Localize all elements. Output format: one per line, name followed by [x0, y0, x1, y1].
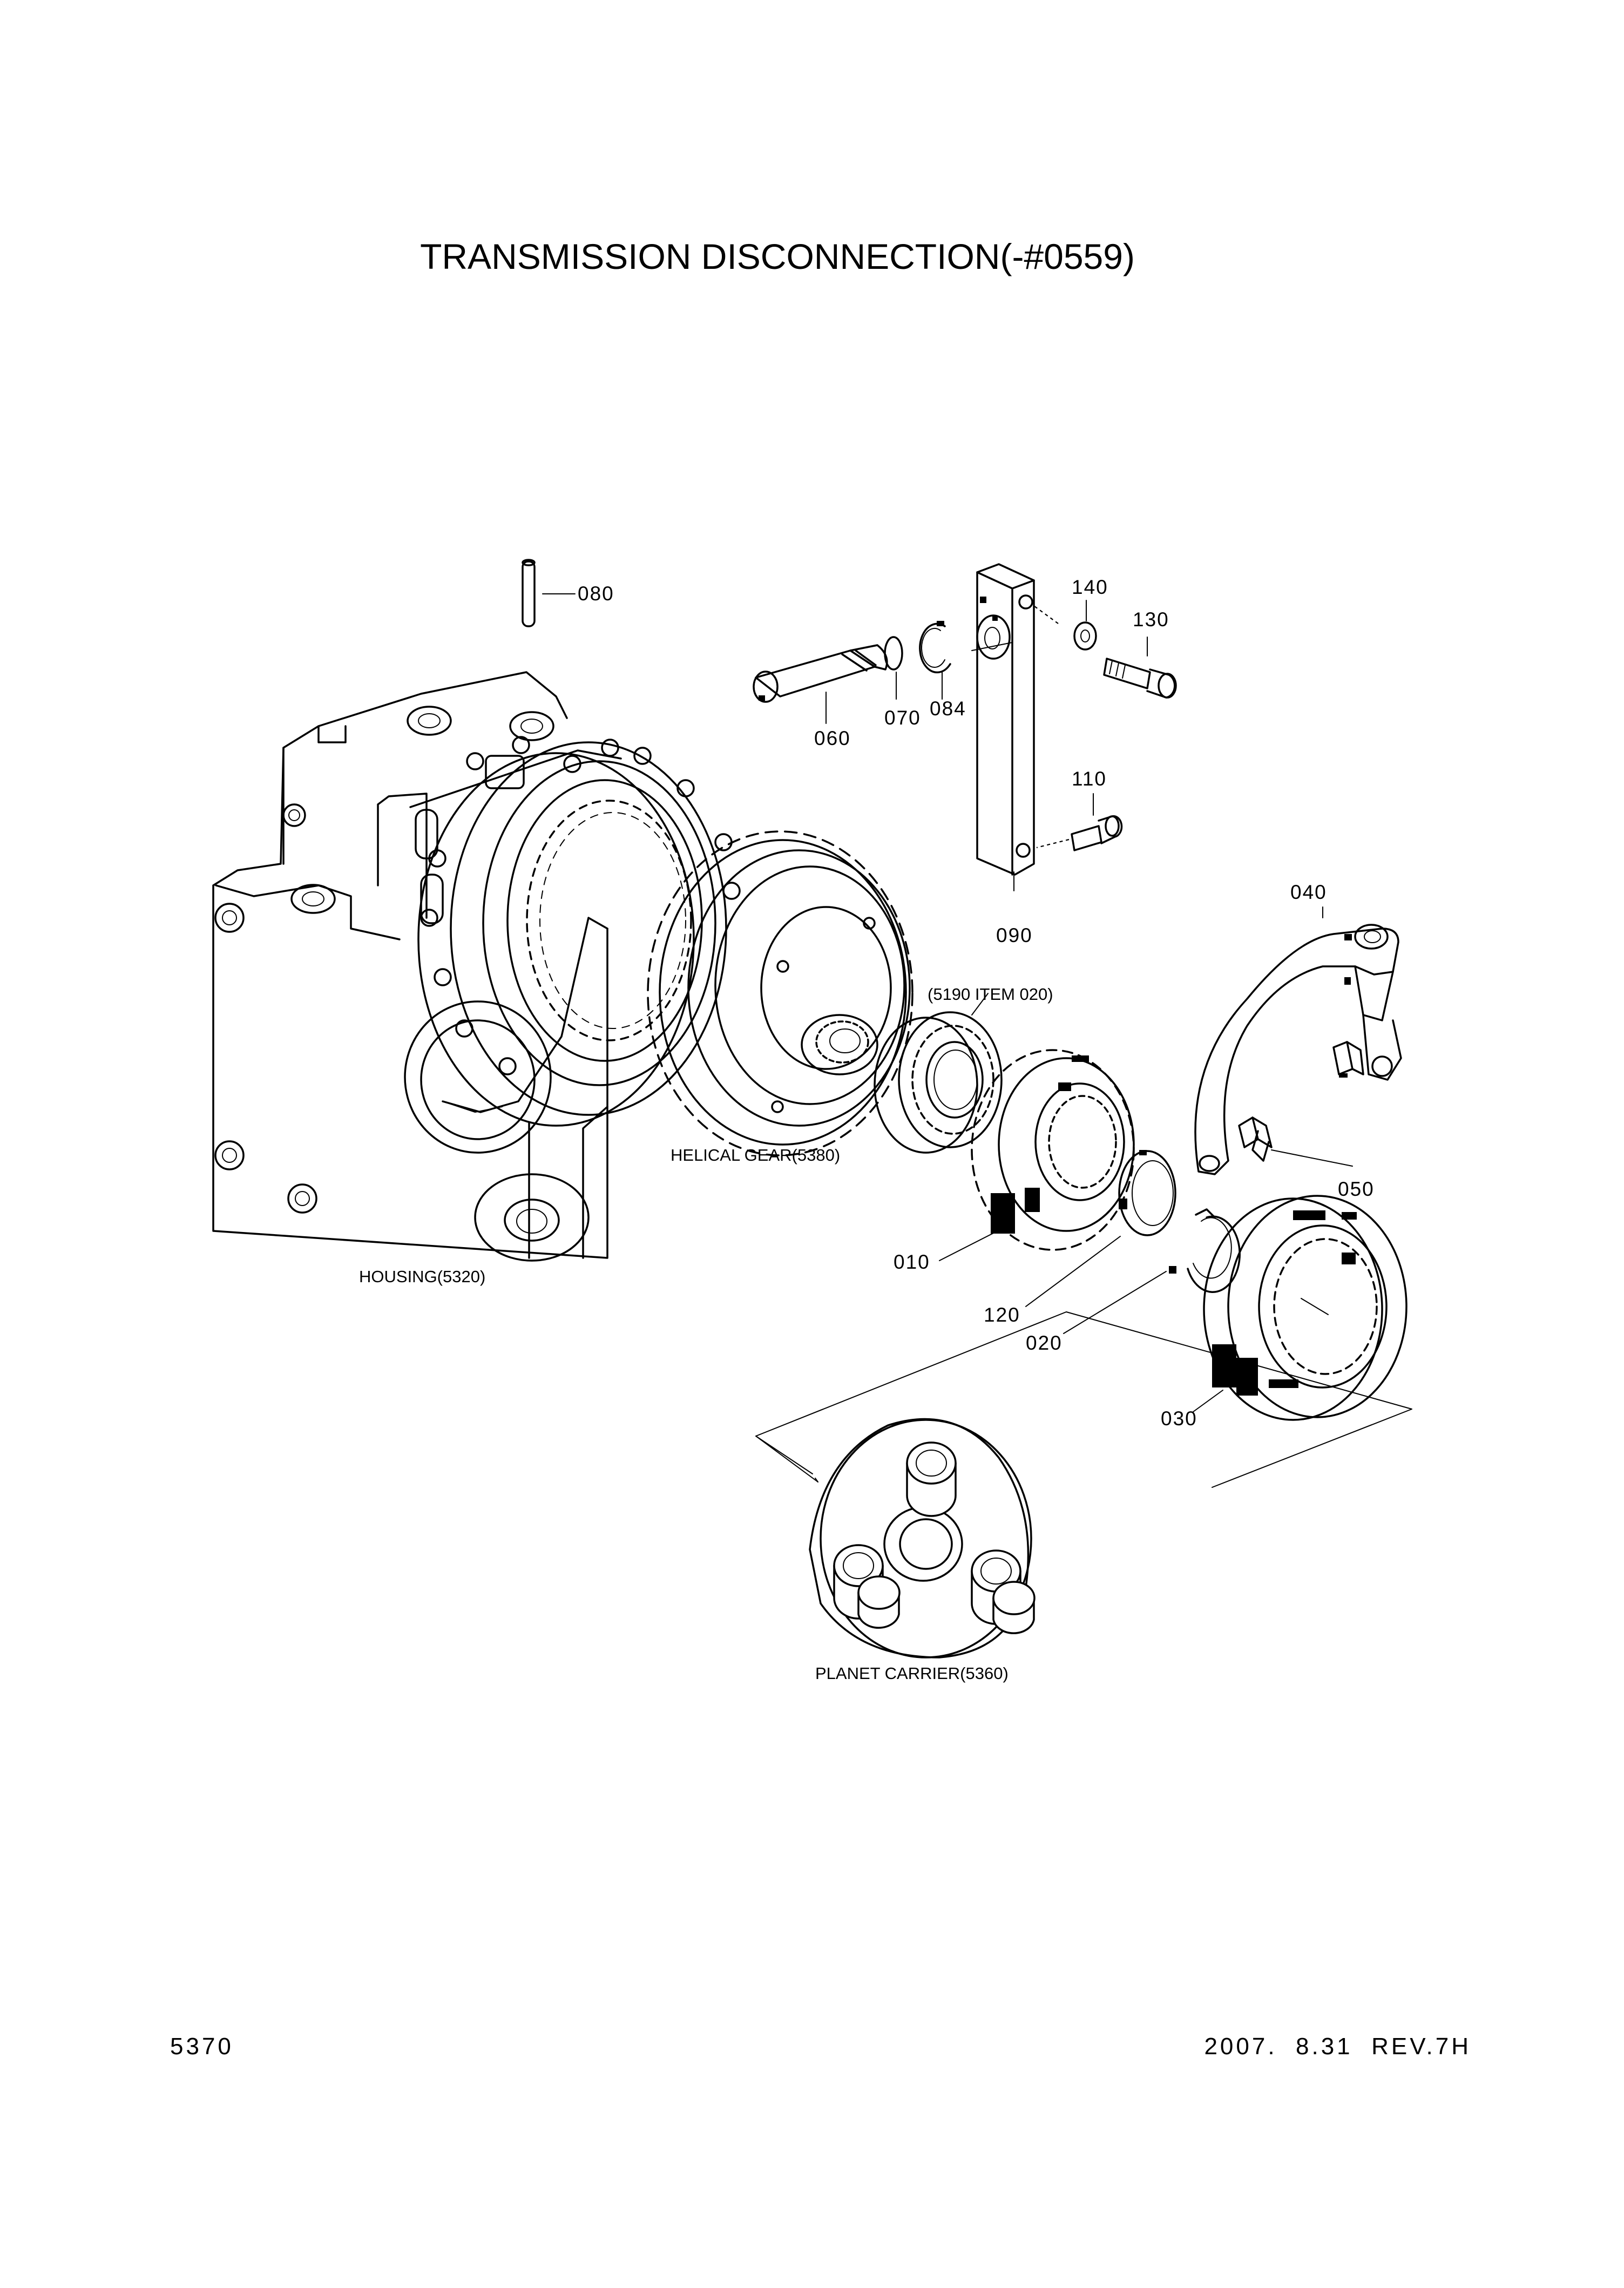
- callout-040: 040: [1290, 881, 1327, 903]
- date-revision: 2007. 8.31 REV.7H: [1204, 2033, 1471, 2060]
- callout-090: 090: [996, 924, 1033, 946]
- callout-080: 080: [578, 583, 614, 605]
- page-number: 5370: [170, 2033, 234, 2060]
- helical-gear-label: HELICAL GEAR(5380): [671, 1146, 840, 1165]
- helical-gear-drawing: [647, 830, 914, 1156]
- callout-130: 130: [1133, 608, 1169, 631]
- page-title: TRANSMISSION DISCONNECTION(-#0559): [420, 236, 1135, 276]
- bearing-drawing: [874, 993, 1003, 1154]
- planet-carrier-drawing: [755, 1311, 1412, 1659]
- part-140-washer: [1032, 600, 1097, 651]
- callout-110: 110: [1072, 768, 1107, 790]
- part-020-snapring: [1063, 1208, 1241, 1334]
- part-120-ring: [1025, 1150, 1176, 1307]
- callout-010: 010: [894, 1251, 930, 1273]
- callout-070: 070: [884, 707, 921, 729]
- part-060-shaft: [753, 644, 888, 724]
- part-110-bolt: [1036, 793, 1123, 851]
- part-130-bolt: [1103, 637, 1177, 699]
- part-040-shift-fork: [1194, 906, 1402, 1175]
- callout-050: 050: [1338, 1178, 1375, 1200]
- part-080-pin: [522, 559, 576, 627]
- housing-drawing: [212, 671, 741, 1262]
- bearing-reference-label: (5190 ITEM 020): [928, 985, 1053, 1004]
- callout-120: 120: [984, 1304, 1020, 1326]
- part-070-oring: [884, 636, 903, 671]
- part-050-slide-blocks: [1238, 1041, 1364, 1167]
- part-090-lever: [971, 563, 1035, 891]
- planet-carrier-label: PLANET CARRIER(5360): [815, 1664, 1009, 1683]
- callout-140: 140: [1072, 576, 1108, 598]
- part-084-snapring: [919, 621, 951, 700]
- part-030-sleeve: [1193, 1195, 1408, 1421]
- part-010-gear: [939, 1049, 1135, 1261]
- callout-030: 030: [1161, 1407, 1197, 1430]
- housing-label: HOUSING(5320): [359, 1267, 485, 1286]
- callout-060: 060: [814, 727, 851, 749]
- callout-020: 020: [1026, 1332, 1063, 1354]
- callout-084: 084: [930, 698, 966, 720]
